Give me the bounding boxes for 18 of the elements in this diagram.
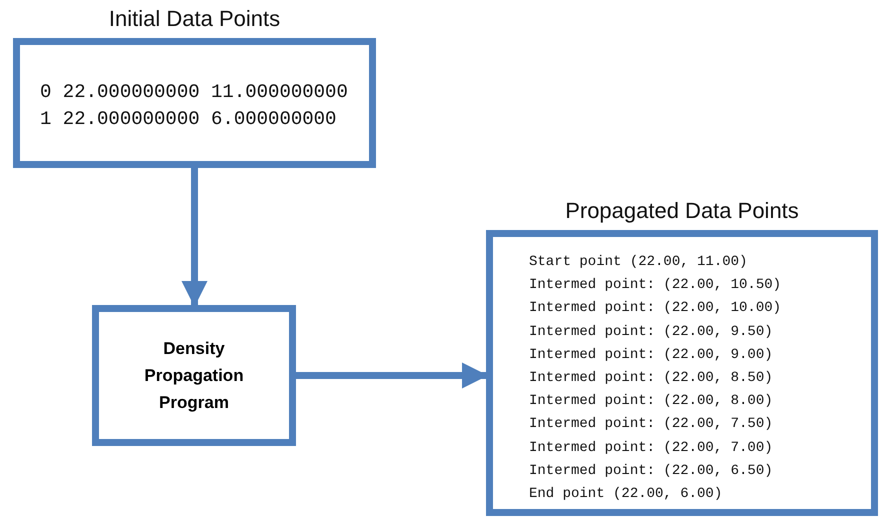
data-line: Intermed point: (22.00, 7.50) <box>529 415 774 434</box>
data-line: End point (22.00, 6.00) <box>529 485 724 504</box>
data-line: Intermed point: (22.00, 10.00) <box>529 299 782 318</box>
data-line: Intermed point: (22.00, 9.50) <box>529 322 774 342</box>
data-line: Intermed point: (22.00, 10.50) <box>529 276 782 296</box>
process-label: Density Propagation Program <box>143 338 245 414</box>
data-line: Intermed point: (22.00, 9.00) <box>529 346 774 365</box>
data-line: Intermed point: (22.00, 8.50) <box>529 369 774 388</box>
box-heading: Propagated Data Points <box>564 198 800 224</box>
data-line: Start point (22.00, 11.00) <box>529 253 748 272</box>
data-line: 1 22.000000000 6.000000000 <box>40 107 338 132</box>
box-heading: Initial Data Points <box>108 6 282 32</box>
data-line: Intermed point: (22.00, 6.50) <box>529 462 774 481</box>
data-line: Intermed point: (22.00, 7.00) <box>529 438 774 458</box>
arrow <box>182 168 208 307</box>
arrow <box>296 362 488 388</box>
data-line: Intermed point: (22.00, 8.00) <box>529 392 774 412</box>
data-line: 0 22.000000000 11.000000000 <box>40 80 349 105</box>
